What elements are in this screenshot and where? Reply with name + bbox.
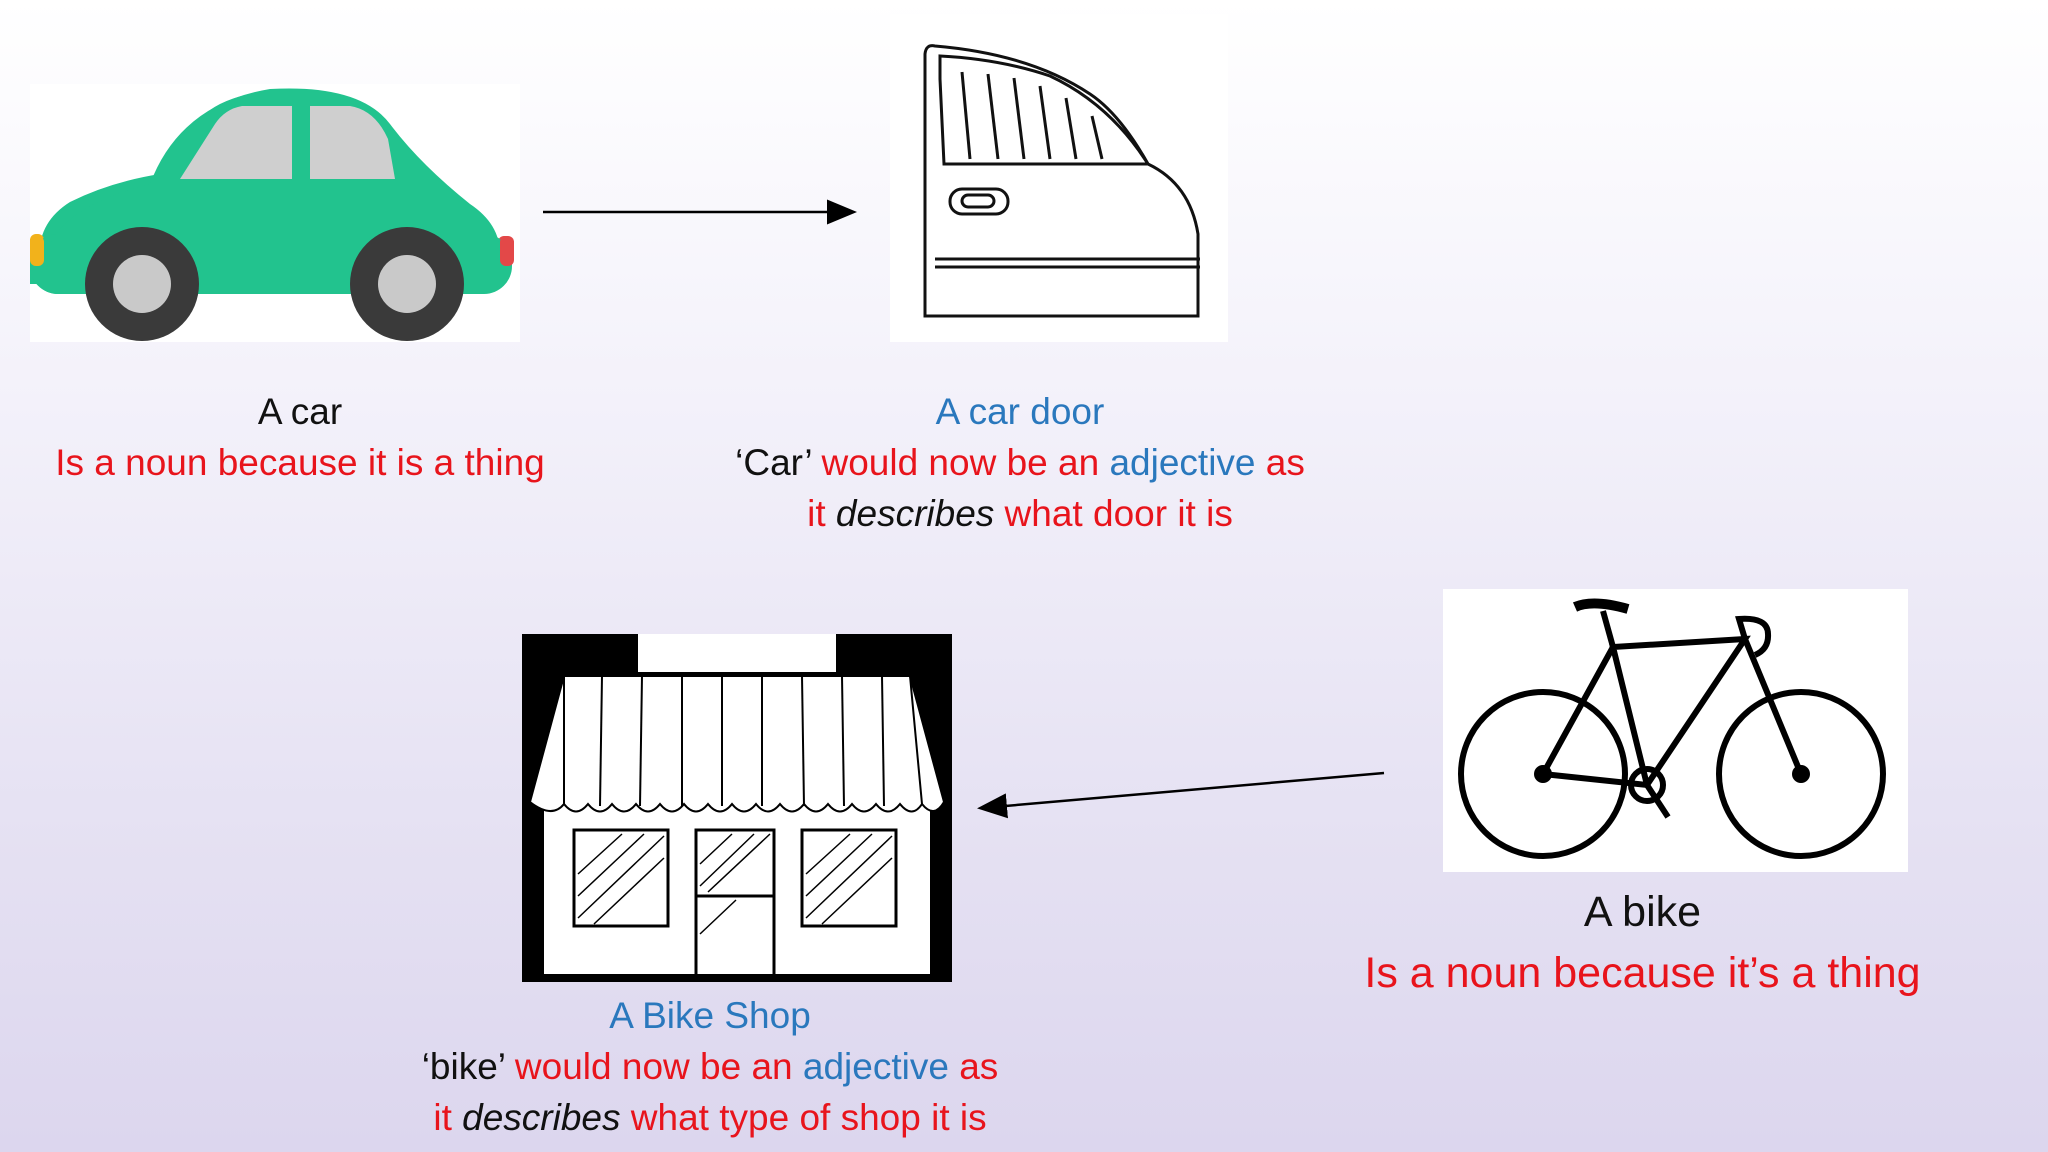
car-door-line-1: ‘Car’ would now be an adjective as: [680, 437, 1360, 488]
bike-shop-adjective: adjective: [802, 1046, 949, 1087]
car-door-line-2: it describes what door it is: [680, 488, 1360, 539]
bike-shop-line-1: ‘bike’ would now be an adjective as: [360, 1041, 1060, 1092]
bike-description: Is a noun because it’s a thing: [1364, 949, 1921, 997]
bike-shop-line-1-end: as: [948, 1046, 999, 1087]
bike-shop-caption: A Bike Shop ‘bike’ would now be an adjec…: [360, 990, 1060, 1143]
bike-title: A bike: [1583, 888, 1702, 936]
car-door-line-1-end: as: [1255, 442, 1305, 483]
car-door-line-1-mid: would now be an: [811, 442, 1110, 483]
car-picture: [30, 84, 520, 342]
bike-shop-line-2-start: it: [433, 1097, 463, 1138]
bike-shop-quoted-word: ‘bike’: [421, 1046, 505, 1087]
car-door-title: A car door: [935, 391, 1105, 432]
car-door-quoted-word: ‘Car’: [735, 442, 812, 483]
car-door-line-2-end: what door it is: [994, 493, 1233, 534]
bike-shop-line-1-mid: would now be an: [504, 1046, 803, 1087]
shop-icon: [522, 634, 952, 982]
arrow-bike-to-shop: [977, 771, 1385, 819]
car-door-caption: A car door ‘Car’ would now be an adjecti…: [680, 386, 1360, 539]
car-door-line-2-start: it: [807, 493, 836, 534]
bicycle-icon: [1458, 598, 1886, 859]
car-door-adjective: adjective: [1109, 442, 1256, 483]
bike-shop-title: A Bike Shop: [609, 995, 811, 1036]
bike-shop-line-2-end: what type of shop it is: [620, 1097, 987, 1138]
car-title: A car: [257, 391, 343, 432]
bike-shop-describes: describes: [462, 1097, 621, 1138]
car-caption: A car Is a noun because it is a thing: [30, 386, 570, 488]
car-door-describes: describes: [835, 493, 995, 534]
car-icon: [30, 88, 514, 341]
bike-shop-picture: [522, 634, 952, 982]
bike-picture: [1443, 589, 1908, 872]
car-door-icon: [923, 44, 1200, 318]
car-description: Is a noun because it is a thing: [55, 442, 545, 483]
bike-caption: A bike Is a noun because it’s a thing: [1310, 882, 1975, 1004]
bike-shop-line-2: it describes what type of shop it is: [360, 1092, 1060, 1143]
car-door-picture: [890, 14, 1228, 342]
